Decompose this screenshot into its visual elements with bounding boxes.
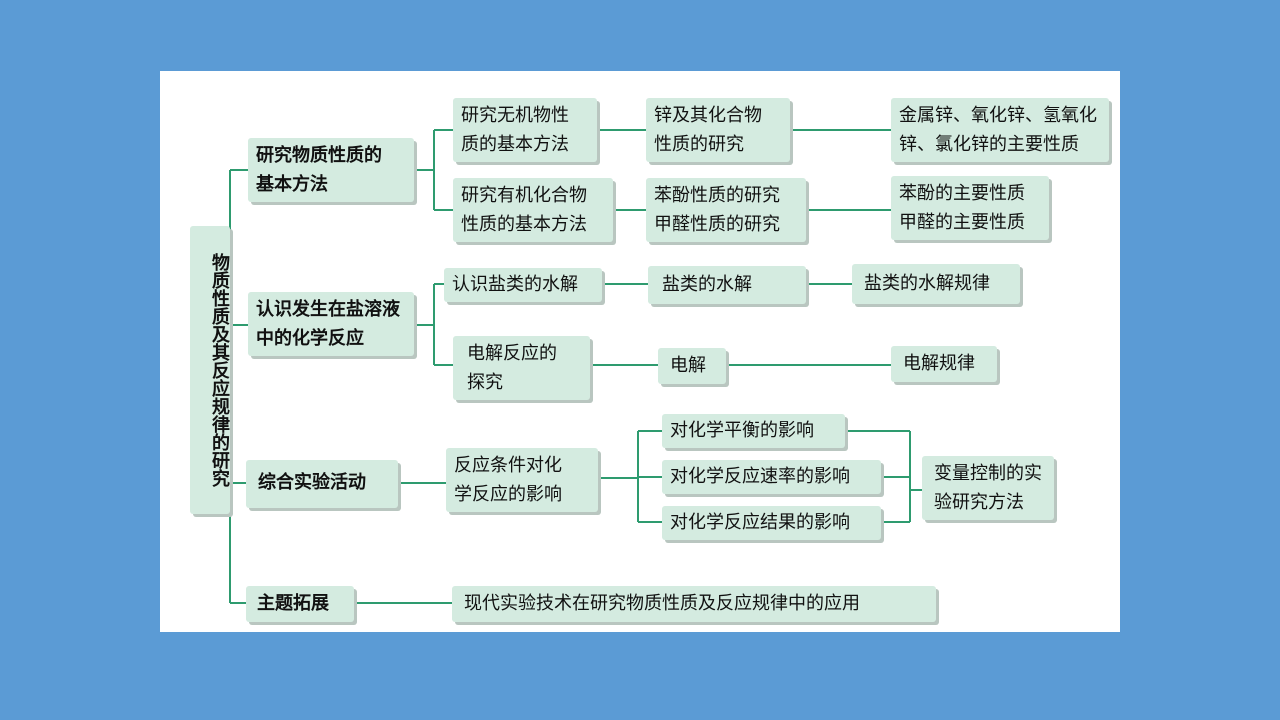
node-salt-reactions-line1: 认识发生在盐溶液 xyxy=(256,299,400,320)
root-label: 物质性质及其反应规律的研究 xyxy=(209,253,230,487)
node-electrolysis-label: 电解 xyxy=(670,355,706,376)
node-phenol-properties-line1: 苯酚的主要性质 xyxy=(899,183,1025,204)
node-hydrolysis-law-label: 盐类的水解规律 xyxy=(864,273,990,294)
node-phenol-aldehyde-study: 苯酚性质的研究 甲醛性质的研究 xyxy=(646,178,806,242)
node-zinc-properties-line2: 锌、氯化锌的主要性质 xyxy=(899,134,1079,155)
node-electrolysis-study: 电解反应的 探究 xyxy=(453,336,590,400)
node-electrolysis: 电解 xyxy=(658,348,726,384)
node-conditions: 反应条件对化 学反应的影响 xyxy=(446,448,598,512)
node-electrolysis-law-label: 电解规律 xyxy=(903,353,975,374)
node-organic-line2: 性质的基本方法 xyxy=(461,214,587,235)
node-conditions-line1: 反应条件对化 xyxy=(454,455,562,476)
node-equilibrium-effect: 对化学平衡的影响 xyxy=(662,414,845,448)
node-equilibrium-effect-label: 对化学平衡的影响 xyxy=(670,420,814,441)
node-extension-label: 主题拓展 xyxy=(257,593,329,614)
node-organic-line1: 研究有机化合物 xyxy=(461,185,587,206)
node-aldehyde-study-line2: 甲醛性质的研究 xyxy=(654,214,780,235)
node-basic-methods-line2: 基本方法 xyxy=(256,174,328,195)
node-conditions-line2: 学反应的影响 xyxy=(454,484,562,505)
node-experiment-label: 综合实验活动 xyxy=(258,472,366,493)
node-phenol-study-line1: 苯酚性质的研究 xyxy=(654,185,780,206)
node-organic-methods: 研究有机化合物 性质的基本方法 xyxy=(453,178,613,242)
node-phenol-properties: 苯酚的主要性质 甲醛的主要性质 xyxy=(891,176,1049,240)
node-zinc-properties: 金属锌、氧化锌、氢氧化 锌、氯化锌的主要性质 xyxy=(891,98,1109,162)
node-basic-methods-line1: 研究物质性质的 xyxy=(256,145,382,166)
root-node: 物质性质及其反应规律的研究 xyxy=(190,226,230,514)
node-hydrolysis: 认识盐类的水解 xyxy=(444,268,602,302)
node-hydrolysis-label: 认识盐类的水解 xyxy=(452,274,578,295)
node-zinc-study: 锌及其化合物 性质的研究 xyxy=(646,98,790,162)
node-variable-control-line1: 变量控制的实 xyxy=(934,463,1042,484)
node-inorganic-line2: 质的基本方法 xyxy=(461,134,569,155)
node-salt-hydrolysis-label: 盐类的水解 xyxy=(662,274,752,295)
node-aldehyde-properties-line2: 甲醛的主要性质 xyxy=(899,212,1025,233)
node-salt-hydrolysis: 盐类的水解 xyxy=(648,266,806,304)
node-application: 现代实验技术在研究物质性质及反应规律中的应用 xyxy=(452,586,936,622)
node-zinc-study-line1: 锌及其化合物 xyxy=(654,105,762,126)
node-inorganic-line1: 研究无机物性 xyxy=(461,105,569,126)
node-hydrolysis-law: 盐类的水解规律 xyxy=(852,264,1020,304)
node-salt-reactions-line2: 中的化学反应 xyxy=(256,328,364,349)
node-experiment: 综合实验活动 xyxy=(246,460,398,508)
node-zinc-study-line2: 性质的研究 xyxy=(654,134,744,155)
node-rate-effect-label: 对化学反应速率的影响 xyxy=(670,466,850,487)
node-zinc-properties-line1: 金属锌、氧化锌、氢氧化 xyxy=(899,105,1097,126)
node-result-effect-label: 对化学反应结果的影响 xyxy=(670,512,850,533)
node-electrolysis-study-line1: 电解反应的 xyxy=(467,343,557,364)
node-extension: 主题拓展 xyxy=(246,586,354,622)
node-electrolysis-study-line2: 探究 xyxy=(467,372,503,393)
node-variable-control: 变量控制的实 验研究方法 xyxy=(922,456,1054,520)
node-inorganic-methods: 研究无机物性 质的基本方法 xyxy=(453,98,597,162)
node-result-effect: 对化学反应结果的影响 xyxy=(662,506,881,540)
node-rate-effect: 对化学反应速率的影响 xyxy=(662,460,881,494)
node-electrolysis-law: 电解规律 xyxy=(891,346,997,382)
node-application-label: 现代实验技术在研究物质性质及反应规律中的应用 xyxy=(464,593,860,614)
node-basic-methods: 研究物质性质的 基本方法 xyxy=(248,138,414,202)
node-variable-control-line2: 验研究方法 xyxy=(934,492,1024,513)
node-salt-reactions: 认识发生在盐溶液 中的化学反应 xyxy=(248,292,414,356)
